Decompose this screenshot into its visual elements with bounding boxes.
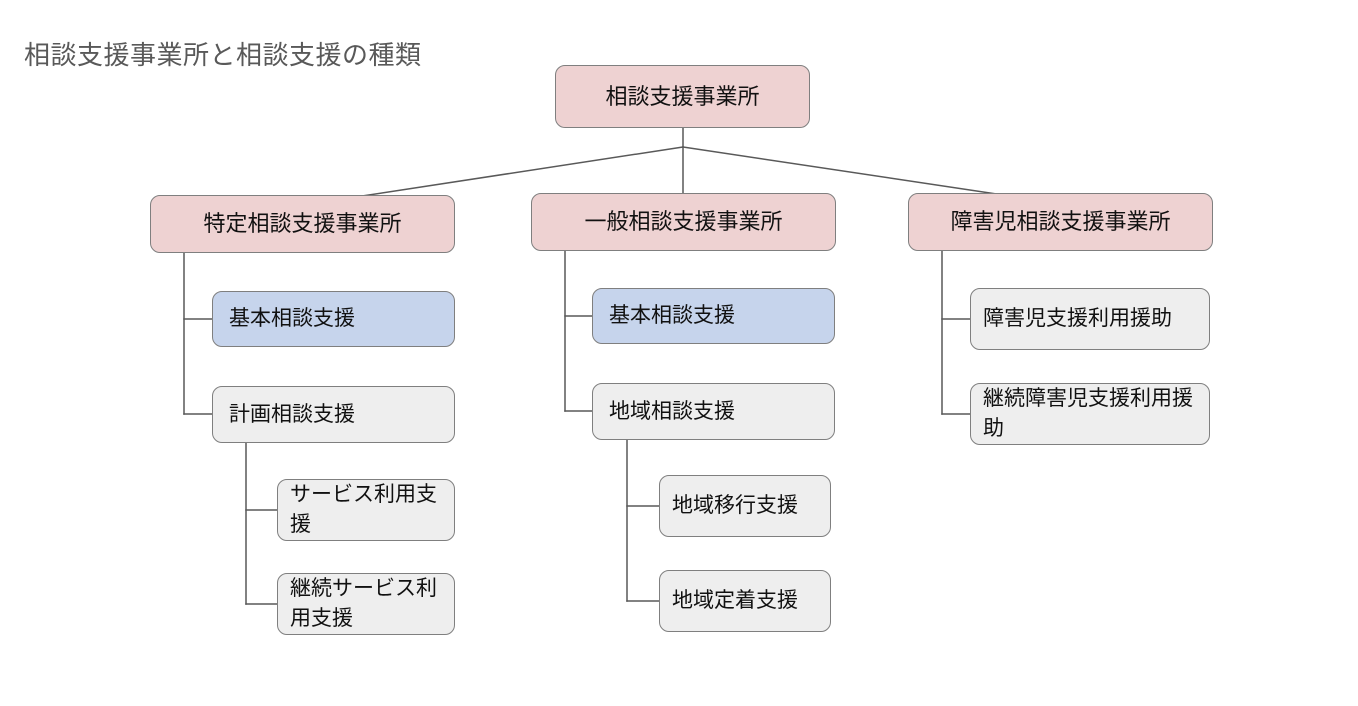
node-ippan-soudan-shien-jigyousho[interactable]: 一般相談支援事業所 xyxy=(531,193,836,251)
node-label: 地域相談支援 xyxy=(609,399,735,423)
node-label: 基本相談支援 xyxy=(229,307,355,330)
node-label: 基本相談支援 xyxy=(609,304,735,327)
node-ippan-kihon-soudan-shien[interactable]: 基本相談支援 xyxy=(592,288,835,344)
edge-root-diag-right xyxy=(682,146,1011,197)
node-chiiki-ikou-shien[interactable]: 地域移行支援 xyxy=(659,475,831,537)
node-shougaiji-soudan-shien-jigyousho[interactable]: 障害児相談支援事業所 xyxy=(908,193,1213,251)
node-label: 相談支援事業所 xyxy=(605,83,760,109)
node-label: 地域定着支援 xyxy=(672,589,798,612)
node-root-soudan-shien-jigyousho[interactable]: 相談支援事業所 xyxy=(555,65,810,128)
node-label: 障害児支援利用援助 xyxy=(983,307,1172,330)
node-chiiki-teichaku-shien[interactable]: 地域定着支援 xyxy=(659,570,831,632)
node-shougaiji-shien-riyou-enjo[interactable]: 障害児支援利用援助 xyxy=(970,288,1210,350)
node-chiiki-soudan-shien[interactable]: 地域相談支援 xyxy=(592,383,835,440)
node-service-riyou-shien[interactable]: サービス利用支援 xyxy=(277,479,455,541)
node-tokutei-soudan-shien-jigyousho[interactable]: 特定相談支援事業所 xyxy=(150,195,455,253)
node-label: 特定相談支援事業所 xyxy=(203,211,402,236)
node-label: 継続障害児支援利用援助 xyxy=(983,387,1193,440)
node-label: 地域移行支援 xyxy=(672,494,798,517)
node-keizoku-shougaiji-shien-riyou-enjo[interactable]: 継続障害児支援利用援助 xyxy=(970,383,1210,445)
node-label: サービス利用支援 xyxy=(290,483,437,536)
node-tokutei-keikaku-soudan-shien[interactable]: 計画相談支援 xyxy=(212,386,455,443)
node-label: 障害児相談支援事業所 xyxy=(950,209,1171,234)
node-label: 継続サービス利用支援 xyxy=(290,577,437,630)
node-label: 一般相談支援事業所 xyxy=(584,209,783,234)
node-keizoku-service-riyou-shien[interactable]: 継続サービス利用支援 xyxy=(277,573,455,635)
node-label: 計画相談支援 xyxy=(229,402,355,426)
page-title: 相談支援事業所と相談支援の種類 xyxy=(24,40,422,70)
node-tokutei-kihon-soudan-shien[interactable]: 基本相談支援 xyxy=(212,291,455,347)
edge-root-diag-left xyxy=(361,146,684,197)
